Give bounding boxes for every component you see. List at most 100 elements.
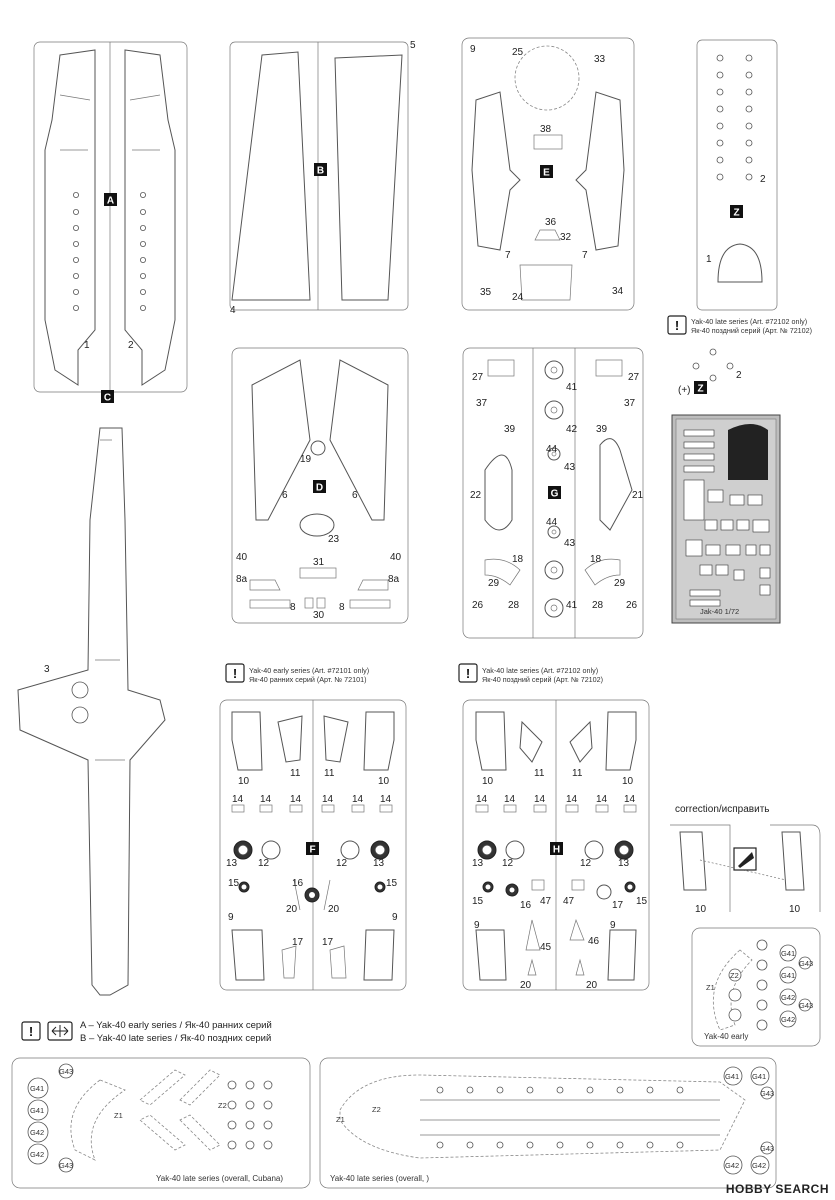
part-44-top-label: 44 <box>546 444 558 455</box>
h-part-47-left-label: 47 <box>540 896 552 907</box>
part-36-label: 36 <box>545 217 557 228</box>
sprue-a-letter: A <box>107 196 114 207</box>
sprue-a-fuselage: A 1 2 C <box>33 41 188 404</box>
part-z2-extra-label: 2 <box>736 370 742 381</box>
part-7-right-label: 7 <box>582 250 588 261</box>
overall-mask-z1: Z1 <box>336 1115 345 1124</box>
part-8a-left-label: 8a <box>236 574 248 585</box>
sprue-g: G 27 27 41 37 37 39 39 42 44 43 22 21 44… <box>462 347 644 639</box>
late-note-1: Yak-40 late series (Art. #72102 only) Як… <box>691 317 812 335</box>
overall-mask-title: Yak-40 late series (overall, ) <box>330 1174 429 1183</box>
f-part-14-1-label: 14 <box>232 794 244 805</box>
cubana-mask-g41-b: G41 <box>30 1106 44 1115</box>
part-43-top-label: 43 <box>564 462 576 473</box>
part-27-left-label: 27 <box>472 372 484 383</box>
h-part-14-3-label: 14 <box>534 794 546 805</box>
h-part-14-2-label: 14 <box>504 794 516 805</box>
f-part-10-left-label: 10 <box>238 776 250 787</box>
part-5-label: 5 <box>410 40 416 51</box>
sprue-f-badge <box>306 842 319 855</box>
h-part-46-label: 46 <box>588 936 600 947</box>
f-part-10-right-label: 10 <box>378 776 390 787</box>
h-part-15-left-label: 15 <box>472 896 484 907</box>
legend-a: A – Yak-40 early series / Як-40 ранних с… <box>80 1020 272 1031</box>
legend-b: B – Yak-40 late series / Як-40 поздних с… <box>80 1033 272 1044</box>
early-mask-z1: Z1 <box>706 983 715 992</box>
part-1-label: 1 <box>84 340 90 351</box>
part-29-left-label: 29 <box>488 578 500 589</box>
warning-icon-late <box>458 663 478 683</box>
plus-marker: (+) <box>678 385 691 396</box>
overall-mask-g43-a: G43 <box>760 1089 774 1098</box>
part-27-right-label: 27 <box>628 372 640 383</box>
part-z2-label: 2 <box>760 174 766 185</box>
h-part-13-right-label: 13 <box>618 858 630 869</box>
sprue-z-clear: Z 2 1 <box>696 39 778 311</box>
f-part-9-right-label: 9 <box>392 912 398 923</box>
f-part-14-3-label: 14 <box>290 794 302 805</box>
part-40-right-label: 40 <box>390 552 402 563</box>
sprue-z-extra-badge <box>694 381 707 394</box>
f-part-17-right-label: 17 <box>322 937 334 948</box>
part-35-label: 35 <box>480 287 492 298</box>
sprue-d-letter: D <box>316 483 323 494</box>
part-32-label: 32 <box>560 232 572 243</box>
h-part-10-left-label: 10 <box>482 776 494 787</box>
sprue-e-tail: E 9 25 33 38 36 32 7 7 35 24 34 <box>461 37 635 311</box>
h-part-9-right-label: 9 <box>610 920 616 931</box>
sprue-g-letter: G <box>551 489 559 500</box>
overall-mask-g42-a: G42 <box>725 1161 739 1170</box>
h-part-13-left-label: 13 <box>472 858 484 869</box>
part-40-left-label: 40 <box>236 552 248 563</box>
cubana-mask-z2: Z2 <box>218 1101 227 1110</box>
part-30-label: 30 <box>313 610 325 621</box>
correction-label: correction/исправить <box>675 804 770 815</box>
svg-text:!: ! <box>466 666 470 681</box>
correction-part-10-left-label: 10 <box>695 904 707 915</box>
h-part-14-5-label: 14 <box>596 794 608 805</box>
sprue-d: D 19 6 6 23 40 40 31 8a 8a 8 8 30 <box>231 347 409 624</box>
part-28-right-label: 28 <box>592 600 604 611</box>
part-8-right-label: 8 <box>339 602 345 613</box>
h-part-11-right-label: 11 <box>572 768 583 779</box>
part-4-label: 4 <box>230 305 236 316</box>
correction-part-10-right-label: 10 <box>789 904 801 915</box>
h-part-17-label: 17 <box>612 900 624 911</box>
f-part-9-left-label: 9 <box>228 912 234 923</box>
sprue-b-wings: B 4 5 <box>229 40 416 316</box>
sprue-b-badge <box>314 163 327 176</box>
f-part-13-left-label: 13 <box>226 858 238 869</box>
photo-etch-fret: Jak-40 1/72 <box>671 414 781 624</box>
part-z1-label: 1 <box>706 254 712 265</box>
part-31-label: 31 <box>313 557 325 568</box>
late-note-2-ru: Як-40 поздний серий (Арт. № 72102) <box>482 675 604 684</box>
cubana-mask-g43-a: G43 <box>59 1067 73 1076</box>
sprue-a-badge <box>104 193 117 206</box>
sprue-d-badge <box>313 480 326 493</box>
part-18-left-label: 18 <box>512 554 524 565</box>
part-39-left-label: 39 <box>504 424 516 435</box>
legend-warning-icon <box>21 1021 41 1041</box>
overall-mask-g41-a: G41 <box>725 1072 739 1081</box>
h-part-14-6-label: 14 <box>624 794 636 805</box>
h-part-12-right-label: 12 <box>580 858 592 869</box>
sprue-f-letter: F <box>309 845 315 856</box>
f-part-14-6-label: 14 <box>380 794 392 805</box>
part-43-bottom-label: 43 <box>564 538 576 549</box>
part-25-label: 25 <box>512 47 524 58</box>
sprue-f: F 10 11 11 10 14 14 14 14 14 14 13 12 12… <box>219 699 407 991</box>
sprue-e-letter: E <box>543 168 550 179</box>
pe-fret-label: Jak-40 1/72 <box>700 607 739 616</box>
part-28-left-label: 28 <box>508 600 520 611</box>
part-41-bottom-label: 41 <box>566 600 578 611</box>
watermark: HOBBY SEARCH <box>725 1182 829 1196</box>
h-part-12-left-label: 12 <box>502 858 514 869</box>
part-33-label: 33 <box>594 54 606 65</box>
early-mask-title: Yak-40 early <box>704 1032 749 1041</box>
early-note-en: Yak-40 early series (Art. #72101 only) <box>249 666 370 675</box>
f-part-20-left-label: 20 <box>286 904 298 915</box>
part-2-label: 2 <box>128 340 134 351</box>
h-part-20-left-label: 20 <box>520 980 532 991</box>
